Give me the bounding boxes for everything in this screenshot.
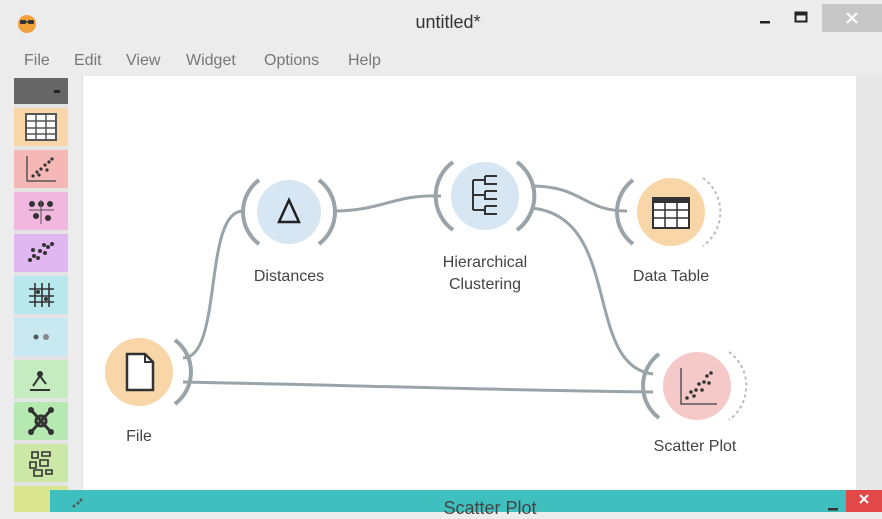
toolbox-item-distribution[interactable] [14, 192, 68, 230]
title-bar: untitled* [0, 0, 882, 44]
canvas-right-border [856, 76, 882, 512]
close-icon [846, 12, 858, 24]
menu-widget[interactable]: Widget [186, 52, 236, 69]
widget-data-table-label: Data Table [632, 268, 710, 285]
maximize-icon [794, 11, 808, 23]
table-icon [652, 197, 690, 229]
scatter-window-icon [72, 498, 83, 508]
widget-file-label: File [126, 428, 152, 445]
menu-file[interactable]: File [24, 52, 50, 69]
scatter-window-close-button[interactable] [846, 490, 882, 512]
delta-icon [277, 196, 301, 224]
file-icon [125, 352, 155, 392]
menu-edit[interactable]: Edit [74, 52, 102, 69]
toolbox-item-cluster[interactable] [14, 318, 68, 356]
toolbox-item-mosaic[interactable] [14, 444, 68, 482]
link-file-distances [182, 209, 244, 360]
widget-toolbox [14, 78, 68, 512]
mosaic-tool-icon [29, 451, 53, 477]
widget-hierarchical-label-line2: Clustering [448, 276, 522, 293]
orange-app-icon[interactable] [16, 12, 38, 34]
projection-tool-icon [28, 242, 54, 262]
sieve-tool-icon [29, 283, 54, 307]
window-title: untitled* [415, 12, 481, 32]
distances-widget-node [241, 178, 337, 246]
workflow-canvas[interactable]: File Distances Hierarchical Clustering [82, 76, 857, 512]
widget-distances[interactable] [233, 156, 345, 268]
toolbox-item-sieve[interactable] [14, 276, 68, 314]
widget-scatter-plot-label: Scatter Plot [653, 438, 737, 455]
scatter-icon [680, 368, 717, 405]
scatter-plot-tool-icon [26, 156, 56, 182]
network-tool-icon [28, 407, 54, 435]
widget-hierarchical-clustering[interactable] [429, 140, 541, 252]
data-table-tool-icon [25, 113, 57, 141]
close-button[interactable] [822, 4, 882, 32]
minimize-icon [760, 21, 770, 24]
hierarchical-widget-node [433, 160, 537, 232]
menu-view[interactable]: View [126, 52, 161, 69]
link-hierarchical-scatter [530, 206, 654, 376]
widget-distances-label: Distances [253, 268, 325, 285]
widget-scatter-plot[interactable] [641, 330, 753, 442]
scatter-plot-window-title: Scatter Plot [443, 498, 537, 518]
toolbox-header[interactable] [14, 78, 68, 104]
workflow-links [182, 184, 654, 394]
close-icon [859, 494, 869, 504]
scatter-window-minimize-icon[interactable] [824, 496, 844, 512]
cluster-tool-icon [33, 334, 49, 340]
maximize-button[interactable] [784, 4, 818, 32]
toolbox-item-projection[interactable] [14, 234, 68, 272]
menu-options[interactable]: Options [264, 52, 320, 69]
toolbox-item-data-table[interactable] [14, 108, 68, 146]
link-hierarchical-datatable [530, 184, 628, 213]
widget-file[interactable] [89, 316, 201, 428]
toolbox-item-regression[interactable] [14, 360, 68, 398]
widget-data-table[interactable] [615, 156, 727, 268]
minimize-button[interactable] [748, 4, 782, 32]
link-file-scatter [182, 380, 654, 394]
dendrogram-icon [472, 175, 497, 215]
distribution-tool-icon [29, 200, 54, 224]
file-widget-node [105, 338, 193, 406]
menu-help[interactable]: Help [348, 52, 381, 69]
toolbox-item-network[interactable] [14, 402, 68, 440]
widget-hierarchical-label-line1: Hierarchical [442, 254, 528, 271]
regression-tool-icon [30, 371, 50, 391]
menu-bar: File Edit View Widget Options Help [0, 44, 882, 76]
data-table-widget-node [615, 177, 722, 247]
scatter-widget-node [641, 351, 748, 421]
scatter-plot-window-titlebar[interactable]: Scatter Plot [50, 490, 882, 518]
link-distances-hierarchical [332, 194, 442, 213]
toolbox-item-scatter-plot[interactable] [14, 150, 68, 188]
